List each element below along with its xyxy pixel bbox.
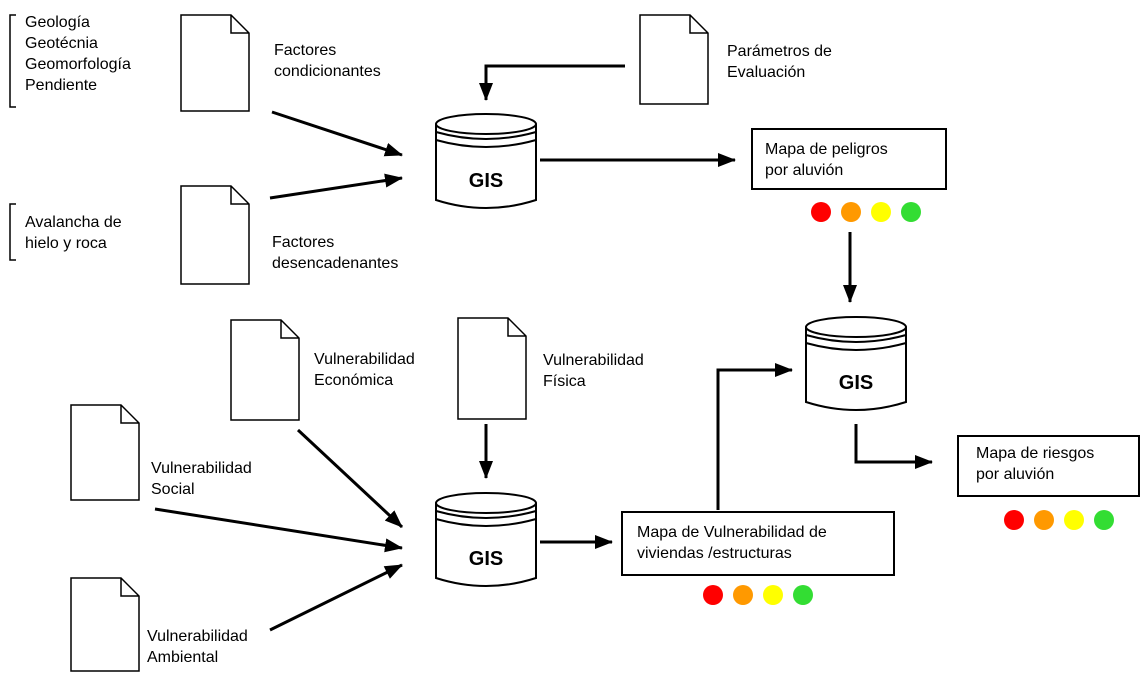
mapa-riesgos-box: Mapa de riesgos por aluvión	[957, 435, 1140, 497]
legend-dot-yellow	[871, 202, 891, 222]
trigger-factors-list: Avalancha de hielo y roca	[25, 214, 122, 252]
legend-dot-yellow	[1064, 510, 1084, 530]
svg-text:GIS: GIS	[469, 548, 503, 570]
arrow-desencadenantes-to-gis	[269, 173, 403, 200]
document-icon-economica	[230, 319, 300, 421]
mapa-vulnerabilidad-box: Mapa de Vulnerabilidad de viviendas /est…	[621, 511, 895, 576]
legend-dot-orange	[1034, 510, 1054, 530]
mapa-vulnerabilidad-legend	[703, 585, 813, 605]
document-icon-ambiental	[70, 577, 140, 672]
legend-dot-green	[1094, 510, 1114, 530]
vulnerabilidad-ambiental-label: Vulnerabilidad Ambiental	[147, 628, 248, 666]
svg-text:GIS: GIS	[839, 372, 873, 394]
trigger-factors-bracket	[9, 203, 16, 261]
legend-dot-orange	[841, 202, 861, 222]
gis-database-icon-bottom: GIS	[435, 492, 537, 587]
parametros-evaluacion-label: Parámetros de Evaluación	[727, 43, 832, 81]
document-icon-fisica	[457, 317, 527, 420]
gis-database-icon-top: GIS	[435, 113, 537, 209]
arrow-ambiental-to-gis	[269, 563, 403, 632]
svg-text:GIS: GIS	[469, 170, 503, 192]
mapa-riesgos-legend	[1004, 510, 1114, 530]
legend-dot-green	[901, 202, 921, 222]
legend-dot-red	[811, 202, 831, 222]
vulnerabilidad-economica-label: Vulnerabilidad Económica	[314, 351, 415, 389]
arrow-gis-to-riesgos	[854, 424, 933, 469]
factores-condicionantes-label: Factores condicionantes	[274, 42, 381, 80]
legend-dot-red	[703, 585, 723, 605]
legend-dot-red	[1004, 510, 1024, 530]
legend-dot-green	[793, 585, 813, 605]
arrow-social-to-gis	[154, 507, 403, 553]
document-icon-parametros	[639, 14, 709, 105]
legend-dot-yellow	[763, 585, 783, 605]
vulnerabilidad-social-label: Vulnerabilidad Social	[151, 460, 252, 498]
vulnerabilidad-fisica-label: Vulnerabilidad Física	[543, 352, 644, 390]
geo-factors-bracket	[9, 14, 16, 108]
document-icon-condicionantes	[180, 14, 250, 112]
geo-factors-list: Geología Geotécnia Geomorfología Pendien…	[25, 14, 131, 94]
document-icon-social	[70, 404, 140, 501]
arrow-vulnerabilidad-to-gis	[716, 363, 793, 510]
arrow-parametros-to-gis	[479, 64, 625, 101]
arrow-condicionantes-to-gis	[271, 110, 403, 157]
legend-dot-orange	[733, 585, 753, 605]
mapa-peligros-legend	[811, 202, 921, 222]
mapa-peligros-box: Mapa de peligros por aluvión	[751, 128, 947, 190]
gis-database-icon-right: GIS	[805, 316, 907, 411]
arrow-economica-to-gis	[296, 428, 404, 529]
document-icon-desencadenantes	[180, 185, 250, 285]
factores-desencadenantes-label: Factores desencadenantes	[272, 234, 399, 272]
